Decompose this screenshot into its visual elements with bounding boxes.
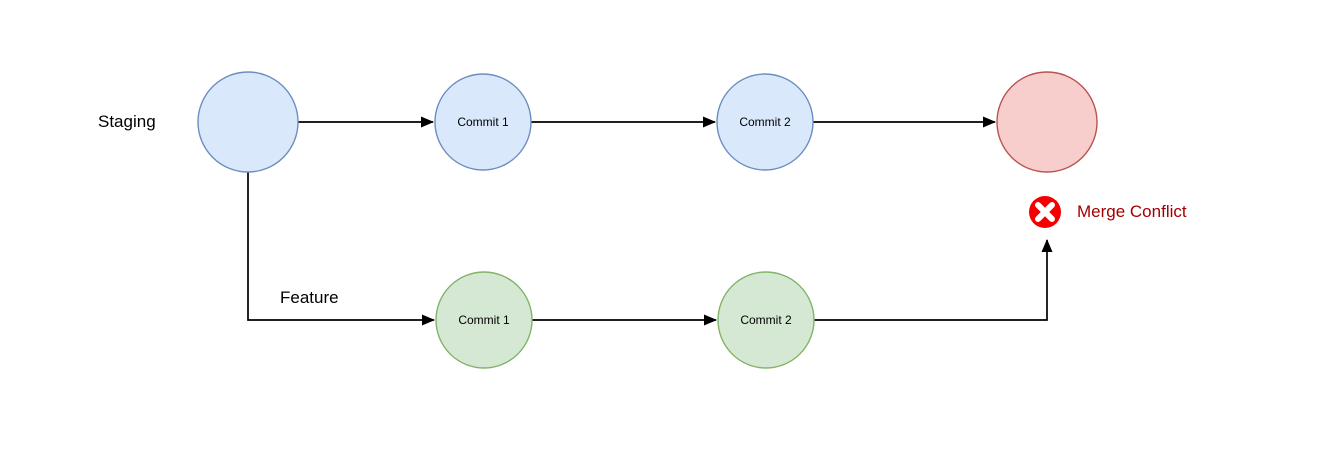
edge-feature-commit2-to-merge-conflict: [814, 239, 1053, 321]
error-icon: [1029, 196, 1061, 228]
feature-commit2-node: [717, 271, 815, 369]
merge-conflict-label: Merge Conflict: [1077, 202, 1187, 221]
staging-commit1-node: [434, 73, 532, 171]
staging-root-node: [197, 71, 299, 173]
merge-result-node: [996, 71, 1098, 173]
staging-commit2-node: [716, 73, 814, 171]
feature-commit1-node: [435, 271, 533, 369]
edge-staging-root-to-feature-commit1: [247, 172, 435, 326]
error-icon-cross: [1035, 202, 1055, 222]
feature-branch-label: Feature: [280, 288, 339, 307]
staging-branch-label: Staging: [98, 112, 156, 131]
